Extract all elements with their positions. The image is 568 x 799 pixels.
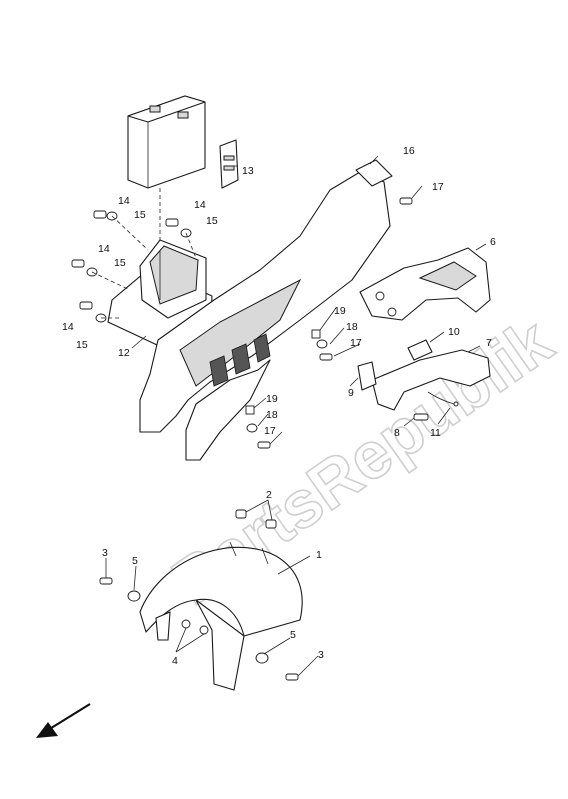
washer-5-b [255,652,269,664]
washer-18-b [246,423,258,433]
part-11-wire [427,391,459,407]
bolt-2-b [265,519,277,529]
callout-17: 17 [264,425,276,437]
bolt-3-a [99,577,113,585]
bolt-2-a [235,509,247,519]
callout-13: 13 [242,165,254,177]
callout-3: 3 [102,547,108,559]
callout-17: 17 [350,337,362,349]
bolt-14-c [71,259,98,277]
bolt-14-b [165,218,192,238]
part-10 [407,339,433,361]
grommet-4-a [181,619,191,629]
callout-3: 3 [318,649,324,661]
callout-10: 10 [448,326,460,338]
callout-15: 15 [134,209,146,221]
battery-cover-13 [219,139,239,189]
collar-19-a [311,329,321,339]
callout-14: 14 [194,199,206,211]
rear-fender-body [139,159,393,461]
callout-17: 17 [432,181,444,193]
bracket-6 [359,247,491,321]
callout-6: 6 [490,236,496,248]
callout-14: 14 [118,195,130,207]
callout-5: 5 [290,629,296,641]
bracket-7 [357,349,491,411]
bolt-3-b [285,673,299,681]
callout-19: 19 [266,393,278,405]
callout-15: 15 [76,339,88,351]
washer-5-a [127,590,141,602]
callout-14: 14 [62,321,74,333]
callout-2: 2 [266,489,272,501]
collar-19-b [245,405,255,415]
callout-19: 19 [334,305,346,317]
bolt-17-a [319,353,333,361]
bolt-8 [413,413,429,421]
callout-18: 18 [266,409,278,421]
callout-18: 18 [346,321,358,333]
callout-5: 5 [132,555,138,567]
washer-18-a [316,339,328,349]
bolt-17-top [399,197,413,205]
callout-15: 15 [206,215,218,227]
leader-lines [105,155,487,677]
bolt-14-a [93,210,118,221]
callout-15: 15 [114,257,126,269]
callout-9: 9 [348,387,354,399]
callout-14: 14 [98,243,110,255]
callout-4: 4 [172,655,178,667]
grommet-4-b [199,625,209,635]
callout-11: 11 [430,427,441,439]
front-direction-arrow-icon [36,703,91,738]
bolt-14-d [79,301,107,323]
callout-12: 12 [118,347,130,359]
callout-16: 16 [403,145,415,157]
callout-8: 8 [394,427,400,439]
front-fender-1 [139,541,303,691]
battery [127,95,206,189]
callout-7: 7 [486,337,492,349]
bolt-17-b [257,441,271,449]
callout-1: 1 [316,549,322,561]
